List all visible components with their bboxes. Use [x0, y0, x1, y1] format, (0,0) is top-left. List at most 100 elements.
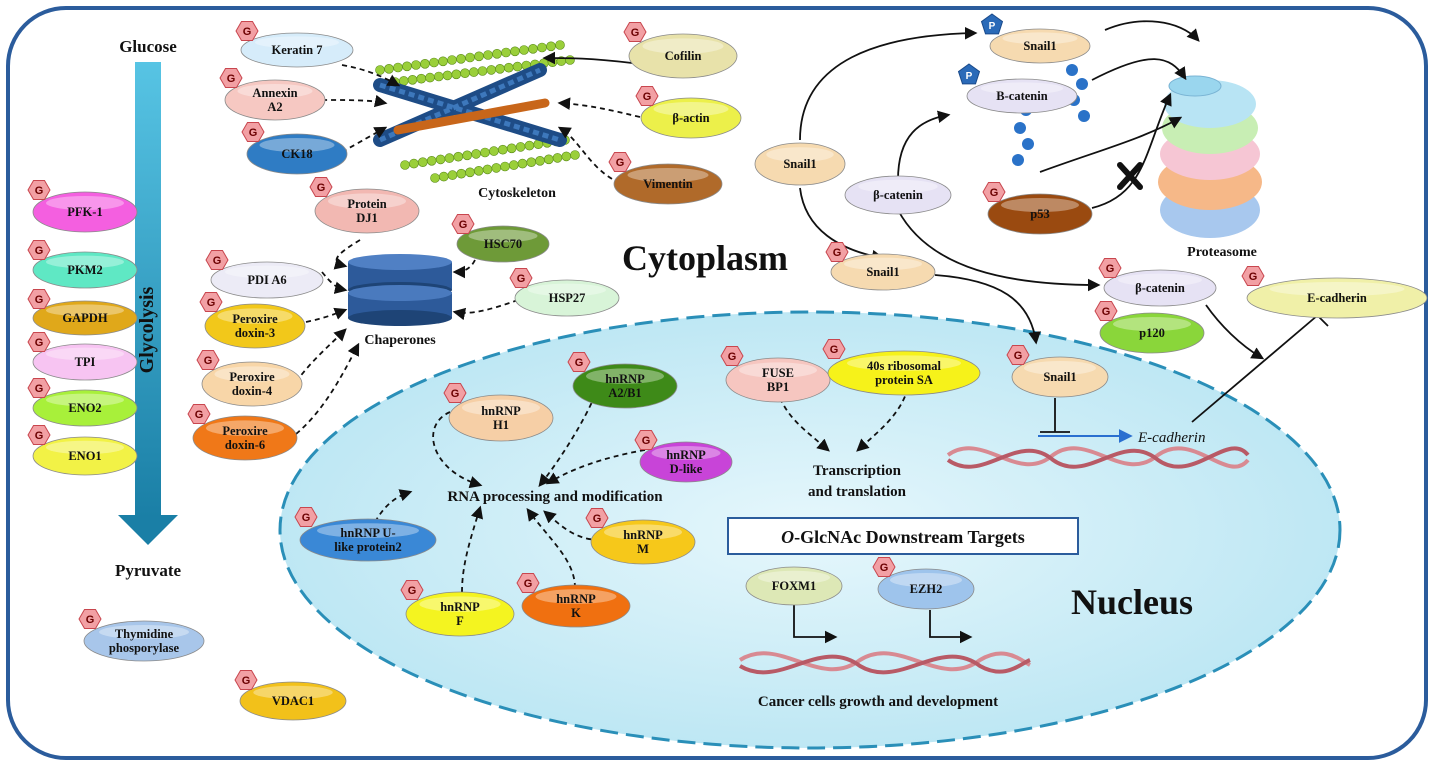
pyruvate-label: Pyruvate — [115, 561, 182, 580]
glycosylation-badge-label: G — [243, 26, 252, 38]
node-label: F — [456, 614, 464, 628]
node-label: hnRNP — [623, 528, 663, 542]
node-label: β-catenin — [1135, 281, 1185, 295]
glycosylation-badge-label: G — [35, 337, 44, 349]
glycosylation-badge-label: G — [86, 614, 95, 626]
targets-box — [727, 517, 1079, 555]
glycosylation-badge: G — [608, 152, 632, 172]
targets-title: O-GlcNAc Downstream Targets — [781, 527, 1025, 547]
glycosylation-badge: G — [294, 507, 318, 527]
glycosylation-badge-label: G — [35, 430, 44, 442]
node-label: β-catenin — [873, 188, 923, 202]
node-label: EZH2 — [910, 582, 943, 596]
glycosylation-badge-label: G — [249, 127, 258, 139]
glycosylation-badge-label: G — [642, 435, 651, 447]
glycosylation-badge-label: G — [1249, 271, 1258, 283]
glycosylation-badge-label: G — [213, 255, 222, 267]
glycosylation-badge: G — [634, 430, 658, 450]
node-label: BP1 — [767, 380, 789, 394]
glycosylation-badge: G — [27, 332, 51, 352]
phosphate-badge-label: P — [989, 21, 996, 32]
phosphate-badge-label: P — [966, 71, 973, 82]
node-pdia6: PDI A6G — [205, 250, 324, 299]
cytoplasm-label: Cytoplasm — [622, 238, 788, 278]
cancer-growth-label: Cancer cells growth and development — [758, 694, 998, 710]
node-keratin7: Keratin 7G — [235, 21, 354, 68]
glycosylation-badge: G — [623, 22, 647, 42]
node-label: Peroxire — [222, 424, 268, 438]
node-pfk1: PFK-1G — [27, 180, 138, 233]
glycosylation-badge-label: G — [1014, 350, 1023, 362]
ecadherin-gene-label: E-cadherin — [1137, 430, 1205, 446]
targets-title-suffix: -GlcNAc Downstream Targets — [794, 527, 1025, 547]
glycosylation-badge-label: G — [35, 383, 44, 395]
node-label: A2/B1 — [608, 386, 641, 400]
glycosylation-badge: G — [872, 557, 896, 577]
node-label: p120 — [1139, 326, 1165, 340]
chaperones-label: Chaperones — [364, 333, 436, 348]
glycosylation-badge-label: G — [35, 185, 44, 197]
dna-helix-ecadherin — [946, 446, 1250, 469]
glycosylation-badge-label: G — [880, 562, 889, 574]
glycosylation-badge: G — [509, 268, 533, 288]
node-label: protein SA — [875, 373, 933, 387]
proteasome-label: Proteasome — [1187, 245, 1257, 260]
node-label: doxin-3 — [235, 326, 275, 340]
glycosylation-badge: G — [27, 289, 51, 309]
glucose-label: Glucose — [119, 37, 177, 56]
node-label: hnRNP — [666, 448, 706, 462]
node-label: hnRNP — [440, 600, 480, 614]
glycosylation-badge: G — [825, 242, 849, 262]
node-label: Thymidine — [115, 627, 174, 641]
node-label: Vimentin — [643, 177, 693, 191]
glycosylation-badge-label: G — [317, 182, 326, 194]
glycosylation-badge: G — [585, 508, 609, 528]
phosphate-badge: P — [980, 13, 1004, 35]
node-label: E-cadherin — [1307, 291, 1367, 305]
glycosylation-badge-label: G — [195, 409, 204, 421]
node-label: TPI — [75, 355, 96, 369]
node-label: doxin-4 — [232, 384, 273, 398]
glycosylation-badge: G — [205, 250, 229, 270]
node-label: hnRNP — [481, 404, 521, 418]
proteasome-illustration — [1158, 75, 1262, 238]
glycosylation-badge-label: G — [990, 187, 999, 199]
glycosylation-badge-label: G — [408, 585, 417, 597]
node-label: M — [637, 542, 649, 556]
node-label: Peroxire — [232, 312, 278, 326]
block-mark — [1117, 162, 1143, 190]
glycosylation-badge-label: G — [227, 73, 236, 85]
glycosylation-badge-label: G — [204, 355, 213, 367]
glycosylation-badge: G — [516, 573, 540, 593]
glycosylation-badge: G — [187, 404, 211, 424]
glycosylation-badge: G — [199, 292, 223, 312]
glycosylation-badge-label: G — [35, 245, 44, 257]
glycosylation-badge-label: G — [302, 512, 311, 524]
node-label: HSP27 — [549, 291, 586, 305]
cytoskeleton-illustration — [373, 40, 580, 183]
glycosylation-badge-label: G — [1106, 263, 1115, 275]
node-tpi: TPI G — [27, 332, 138, 381]
node-label: Annexin — [252, 86, 297, 100]
node-label: Protein — [347, 197, 386, 211]
node-label: FOXM1 — [772, 579, 816, 593]
glycosylation-badge-label: G — [833, 247, 842, 259]
node-label: VDAC1 — [272, 694, 314, 708]
node-label: HSC70 — [484, 237, 522, 251]
